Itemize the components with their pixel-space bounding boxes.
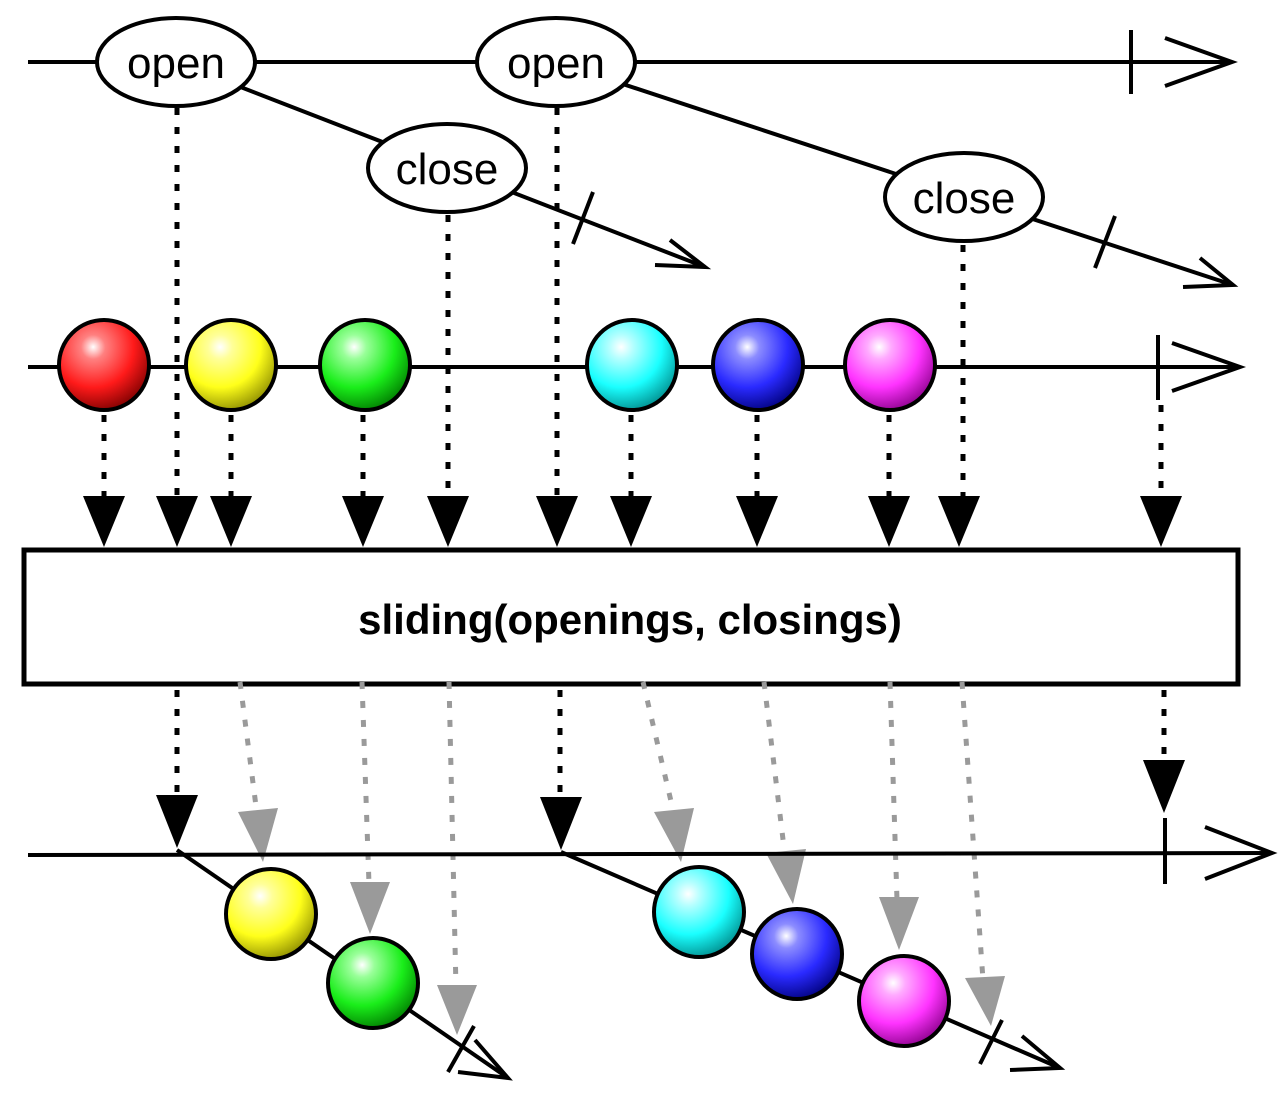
output-arrowheads-black bbox=[156, 760, 1185, 850]
source-drop-lines bbox=[101, 405, 1164, 498]
opening-event-1: open bbox=[95, 16, 257, 108]
closing-event-1: close bbox=[366, 122, 528, 214]
opening-label: open bbox=[127, 39, 225, 88]
opening-label: open bbox=[507, 39, 605, 88]
source-marbles bbox=[57, 318, 937, 412]
marble-yellow bbox=[224, 867, 318, 961]
input-arrowheads bbox=[83, 496, 1182, 547]
marble-magenta bbox=[857, 954, 951, 1048]
marble-blue bbox=[750, 907, 844, 1001]
opening-closing-drop-lines bbox=[174, 108, 966, 498]
closing-event-2: close bbox=[883, 151, 1045, 243]
completion-tick bbox=[446, 1025, 476, 1073]
output-drop-lines-faded bbox=[237, 681, 986, 989]
marble-magenta bbox=[843, 318, 937, 412]
marble-green bbox=[318, 318, 412, 412]
marble-yellow bbox=[184, 318, 278, 412]
operator-label: sliding(openings, closings) bbox=[358, 596, 902, 643]
output-timeline bbox=[27, 818, 1278, 884]
output-window-1 bbox=[175, 848, 513, 1081]
opening-event-2: open bbox=[475, 16, 637, 108]
output-drop-lines-black bbox=[174, 690, 1167, 798]
marble-blue bbox=[711, 318, 805, 412]
closing-label: close bbox=[396, 145, 499, 194]
completion-tick bbox=[1093, 215, 1117, 269]
operator-box: sliding(openings, closings) bbox=[21, 547, 1241, 687]
completion-tick bbox=[978, 1019, 1004, 1065]
marble-green bbox=[326, 936, 420, 1030]
closing-label: close bbox=[913, 174, 1016, 223]
marble-red bbox=[57, 318, 151, 412]
marble-cyan bbox=[652, 865, 746, 959]
output-arrowheads-faded bbox=[238, 808, 1005, 1035]
completion-tick bbox=[571, 191, 595, 245]
output-window-2 bbox=[560, 850, 1066, 1072]
marble-cyan bbox=[585, 318, 679, 412]
